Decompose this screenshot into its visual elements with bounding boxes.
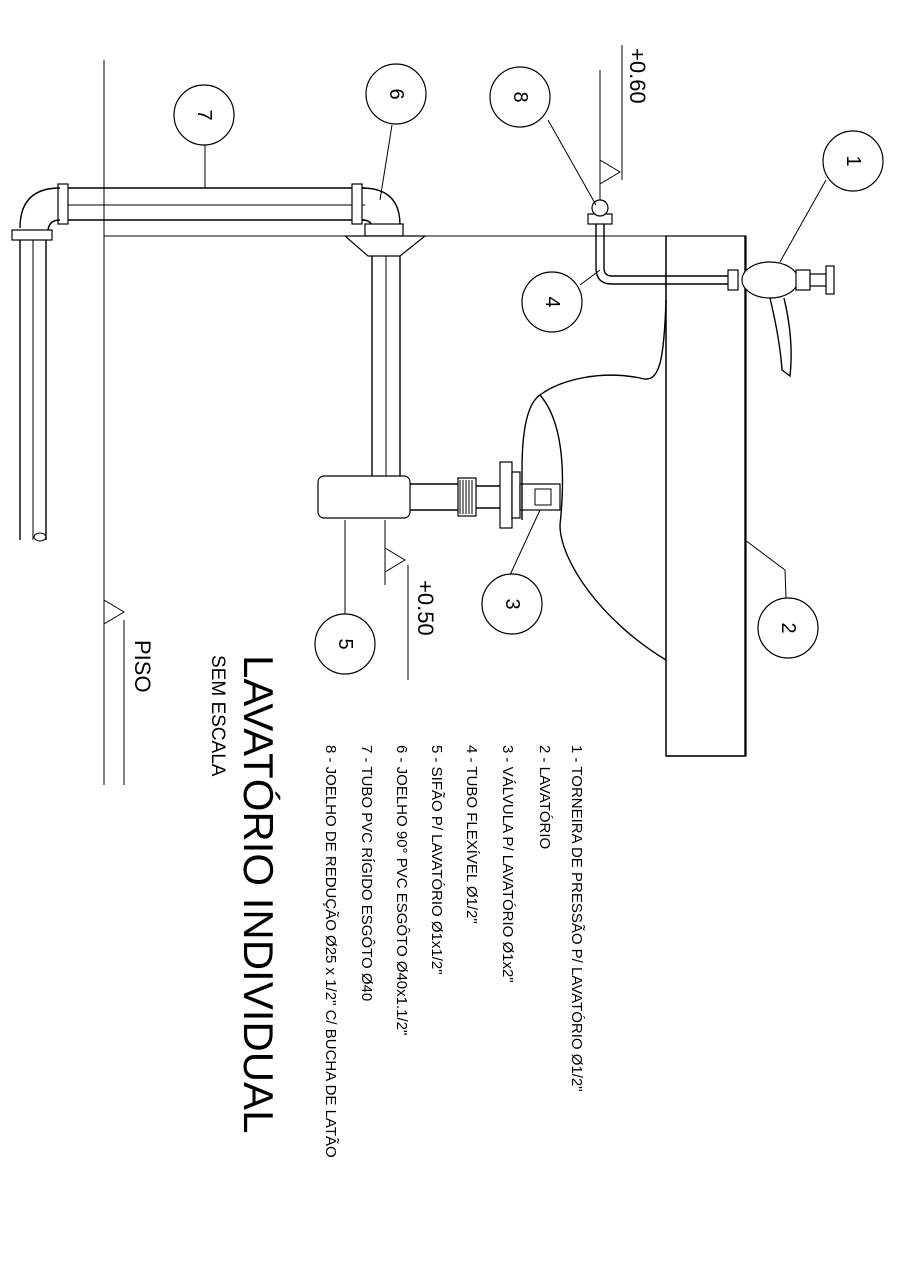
- balloon-1-label: 1: [842, 155, 864, 166]
- valve-3: [499, 461, 561, 529]
- floor-level: PISO: [103, 60, 155, 785]
- lavatory-2: [521, 235, 747, 757]
- balloon-6: 6: [365, 63, 427, 125]
- drawing-title: LAVATÓRIO INDIVIDUAL: [235, 655, 282, 1133]
- balloon-4-label: 4: [541, 296, 563, 307]
- balloon-4: 4: [521, 271, 583, 333]
- balloon-8-label: 8: [509, 91, 531, 102]
- legend-item-3: 3 - VÁLVULA P/ LAVATÓRIO Ø1x2": [499, 745, 516, 983]
- flexible-tube-4: [595, 220, 730, 285]
- legend-item-8: 8 - JOELHO DE REDUÇÃO Ø25 x 1/2" C/ BUCH…: [322, 745, 339, 1158]
- elbow-6: [361, 187, 404, 237]
- faucet-1: [727, 261, 835, 378]
- balloon-6-label: 6: [385, 88, 407, 99]
- legend-item-1: 1 - TORNEIRA DE PRESSÃO P/ LAVATÓRIO Ø1/…: [568, 745, 585, 1092]
- level-upper: +0.60: [599, 45, 650, 200]
- leader-lines: [204, 119, 827, 615]
- balloon-7: 7: [173, 84, 235, 146]
- reducer-elbow-8: [587, 199, 613, 225]
- level-upper-label: +0.60: [625, 48, 650, 104]
- balloon-8: 8: [489, 66, 551, 128]
- legend-item-4: 4 - TUBO FLEXÍVEL Ø1/2": [463, 745, 480, 924]
- level-lower-label: +0.50: [413, 580, 438, 636]
- pvc-pipe-7: [11, 183, 365, 542]
- legend-item-6: 6 - JOELHO 90° PVC ESGÔTO Ø40x1.1/2": [393, 745, 410, 1035]
- legend-item-2: 2 - LAVATÓRIO: [536, 745, 553, 849]
- balloon-2: 2: [757, 597, 819, 659]
- drawing-subtitle: SEM ESCALA: [207, 655, 228, 777]
- balloon-7-label: 7: [193, 109, 215, 120]
- trap-5: [317, 235, 500, 519]
- level-lower: +0.50: [384, 520, 438, 680]
- legend: 1 - TORNEIRA DE PRESSÃO P/ LAVATÓRIO Ø1/…: [322, 745, 585, 1158]
- legend-item-7: 7 - TUBO PVC RÍGIDO ESGÔTO Ø40: [358, 745, 375, 1001]
- balloon-3-label: 3: [501, 598, 523, 609]
- balloon-5: 5: [314, 613, 376, 675]
- balloon-5-label: 5: [334, 638, 356, 649]
- legend-item-5: 5 - SIFÃO P/ LAVATÓRIO Ø1x1/2": [428, 745, 445, 975]
- balloon-1: 1: [822, 130, 884, 192]
- balloon-3: 3: [481, 573, 543, 635]
- balloon-2-label: 2: [777, 622, 799, 633]
- floor-label: PISO: [130, 640, 155, 693]
